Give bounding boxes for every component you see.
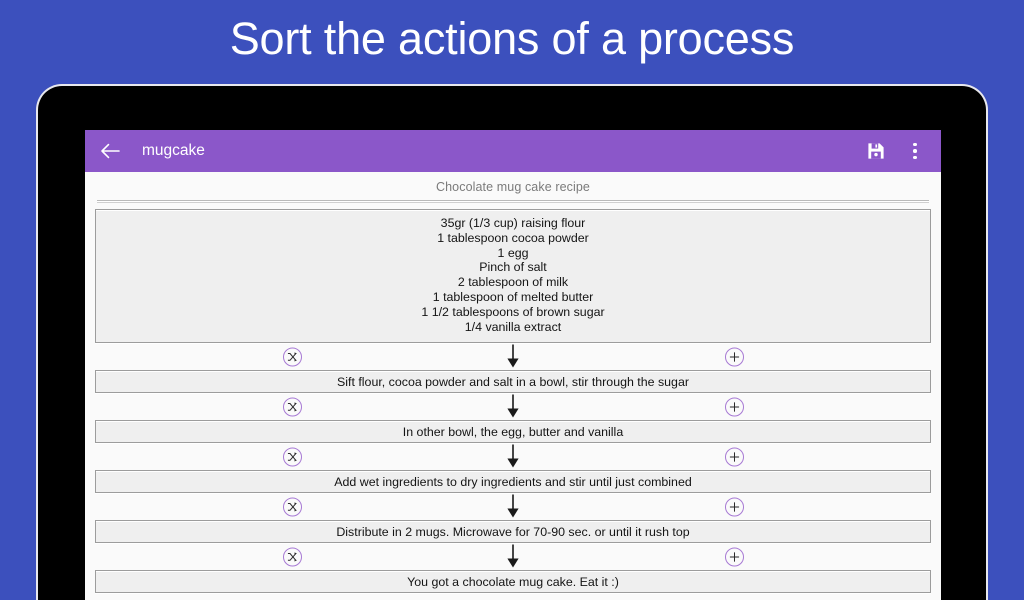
- back-arrow-icon[interactable]: [95, 136, 125, 166]
- step-row[interactable]: Add wet ingredients to dry ingredients a…: [95, 470, 931, 494]
- shuffle-icon[interactable]: [283, 397, 302, 417]
- step-text: Distribute in 2 mugs. Microwave for 70-9…: [336, 524, 690, 539]
- ingredient-line: 35gr (1/3 cup) raising flour: [440, 216, 586, 230]
- arrow-down-icon: [505, 544, 521, 569]
- ingredient-line: 1 egg: [497, 245, 529, 260]
- app-bar-title: mugcake: [142, 142, 205, 159]
- shuffle-icon[interactable]: [283, 497, 302, 517]
- step-row[interactable]: You got a chocolate mug cake. Eat it :): [95, 570, 931, 594]
- ingredient-line: 1 tablespoon cocoa powder: [437, 230, 589, 245]
- tablet-device-frame: mugcake Choco: [36, 84, 988, 600]
- shuffle-icon[interactable]: [283, 447, 302, 467]
- plus-icon[interactable]: [725, 497, 744, 517]
- overflow-dot: [913, 142, 917, 147]
- step-connector: [95, 493, 931, 520]
- step-text: Sift flour, cocoa powder and salt in a b…: [337, 374, 689, 389]
- arrow-down-icon: [505, 394, 521, 419]
- ingredient-line: 2 tablespoon of milk: [457, 275, 569, 290]
- app-bar: mugcake: [85, 130, 941, 172]
- step-text: In other bowl, the egg, butter and vanil…: [402, 424, 624, 439]
- plus-icon[interactable]: [725, 447, 744, 467]
- ingredient-line: 1 tablespoon of melted butter: [432, 289, 594, 304]
- arrow-down-icon: [505, 444, 521, 469]
- document-body: Chocolate mug cake recipe 35gr (1/3 cup)…: [85, 172, 941, 600]
- ingredients-panel[interactable]: 35gr (1/3 cup) raising flour 1 tablespoo…: [95, 209, 931, 344]
- ingredient-line: 1/4 vanilla extract: [464, 319, 562, 334]
- step-connector: [95, 343, 931, 370]
- overflow-dot: [913, 149, 917, 153]
- save-icon[interactable]: [863, 138, 889, 164]
- recipe-title: Chocolate mug cake recipe: [436, 180, 590, 194]
- arrow-down-icon: [505, 494, 521, 519]
- step-text: You got a chocolate mug cake. Eat it :): [407, 574, 619, 589]
- step-row[interactable]: Distribute in 2 mugs. Microwave for 70-9…: [95, 520, 931, 544]
- page-title: Sort the actions of a process: [229, 13, 795, 64]
- ingredient-line: Pinch of salt: [479, 260, 547, 275]
- plus-icon[interactable]: [725, 547, 744, 567]
- plus-icon[interactable]: [725, 397, 744, 417]
- title-divider: [97, 200, 929, 203]
- step-row[interactable]: Sift flour, cocoa powder and salt in a b…: [95, 370, 931, 394]
- ingredient-line: 1 1/2 tablespoons of brown sugar: [421, 304, 605, 319]
- step-row[interactable]: In other bowl, the egg, butter and vanil…: [95, 420, 931, 444]
- arrow-down-icon: [505, 344, 521, 369]
- plus-icon[interactable]: [725, 347, 744, 367]
- device-screen: mugcake Choco: [85, 130, 941, 600]
- more-vert-icon[interactable]: [905, 138, 925, 164]
- step-text: Add wet ingredients to dry ingredients a…: [334, 474, 692, 489]
- shuffle-icon[interactable]: [283, 347, 302, 367]
- overflow-dot: [913, 155, 917, 160]
- step-connector: [95, 443, 931, 470]
- step-connector: [95, 543, 931, 570]
- step-connector: [95, 393, 931, 420]
- shuffle-icon[interactable]: [283, 547, 302, 567]
